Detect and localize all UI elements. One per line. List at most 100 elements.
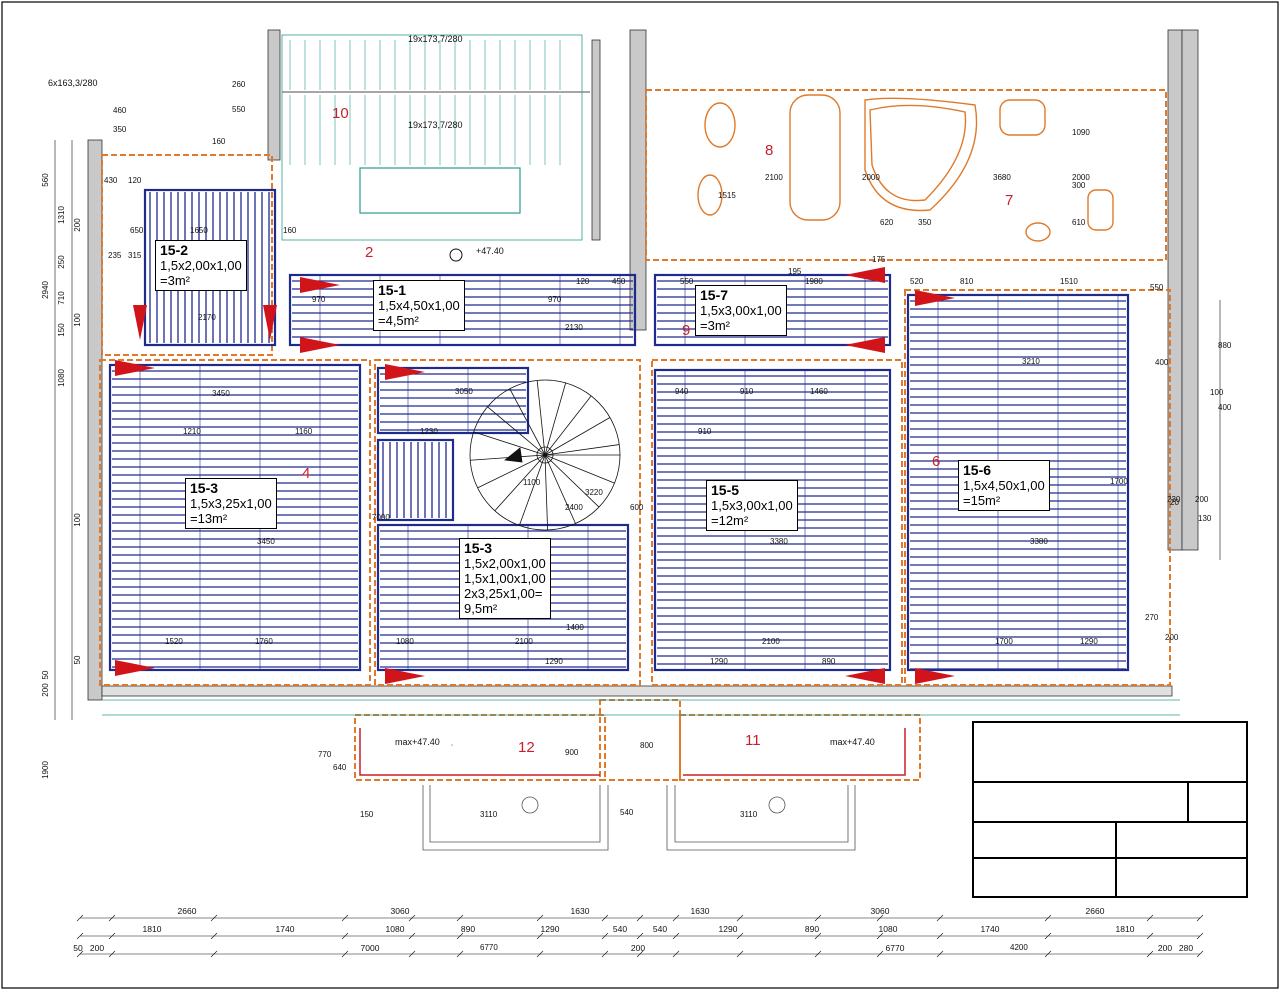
dim-label: 150 [57, 323, 66, 337]
heating-panel [653, 368, 892, 672]
dim-label: 1290 [541, 924, 560, 934]
dim-label: 520 [910, 277, 924, 286]
dim-tick [672, 914, 680, 922]
circuit-spec: =3m² [700, 318, 730, 333]
dim-label: 1310 [57, 206, 66, 224]
dim-label: 1160 [295, 427, 313, 436]
dim-label: 540 [613, 924, 627, 934]
dim-tick [736, 950, 744, 958]
dim-tick [210, 914, 218, 922]
dim-label: 200 [1158, 943, 1172, 953]
room-number: 4 [302, 465, 310, 482]
plan-note: 19x173,7/280 [408, 120, 463, 130]
circuit-code: 15-3 [190, 480, 219, 496]
balconies [102, 699, 1180, 851]
dim-label: 315 [128, 251, 142, 260]
feed-arrow [300, 277, 340, 293]
dim-label: 810 [960, 277, 974, 286]
dim-label: 1700 [995, 637, 1013, 646]
dim-label: 3450 [212, 389, 230, 398]
dim-label: 175 [872, 255, 886, 264]
dim-label: 3060 [391, 906, 410, 916]
dim-label: 970 [312, 295, 326, 304]
dim-label: 1650 [190, 226, 208, 235]
dim-tick [341, 914, 349, 922]
dim-label: 2100 [515, 637, 533, 646]
dim-label: 1290 [1080, 637, 1098, 646]
dim-label: 3110 [740, 810, 758, 819]
dim-label: 3060 [871, 906, 890, 916]
dim-label: 1080 [879, 924, 898, 934]
dim-label: 1290 [719, 924, 738, 934]
dim-tick [601, 932, 609, 940]
heating-panel [906, 293, 1130, 672]
heating-panel [653, 273, 892, 347]
plan-note: max+47.40 [830, 737, 875, 747]
dim-tick [1146, 914, 1154, 922]
dim-label: 235 [108, 251, 122, 260]
bath-fixtures [697, 94, 1114, 242]
dim-label: 3210 [1022, 357, 1040, 366]
spiral-step [544, 454, 600, 508]
dim-tick [636, 932, 644, 940]
spiral-step [518, 454, 546, 526]
dim-label: 350 [918, 218, 932, 227]
circuit-spec: 1,5x1,00x1,00 [464, 571, 546, 586]
dim-label: 1210 [183, 427, 201, 436]
dim-label: 1080 [57, 369, 66, 387]
circuit-spec: =13m² [190, 511, 228, 526]
spiral-step [473, 431, 546, 456]
dim-label: 7000 [372, 513, 390, 522]
dim-tick [1146, 932, 1154, 940]
dim-tick [876, 914, 884, 922]
feed-arrow [385, 668, 425, 684]
circuit-spec: =4,5m² [378, 313, 419, 328]
spiral-step [487, 406, 546, 456]
circuit-spec: 1,5x3,00x1,00 [711, 498, 793, 513]
dim-label: 3050 [455, 387, 473, 396]
dim-label: 550 [232, 105, 246, 114]
dim-tick [1146, 950, 1154, 958]
dim-label: 50 [73, 655, 82, 664]
plan-note: max+47.40 [395, 737, 440, 747]
feed-arrow [845, 337, 885, 353]
circuit-spec: 9,5m² [464, 601, 498, 616]
dim-label: 1700 [1110, 477, 1128, 486]
dim-label: 2400 [565, 503, 583, 512]
dim-label: 560 [41, 173, 50, 187]
circuit-spec: 2x3,25x1,00= [464, 586, 543, 601]
dim-label: 640 [333, 763, 347, 772]
dim-tick [672, 932, 680, 940]
dim-label: 280 [1179, 943, 1193, 953]
circuit-code: 15-1 [378, 282, 407, 298]
plan-note: 6x163,3/280 [48, 78, 98, 88]
dim-label: 1760 [255, 637, 273, 646]
dim-label: 1100 [523, 478, 541, 487]
dim-label: 890 [461, 924, 475, 934]
dim-tick [736, 914, 744, 922]
dim-label: 6770 [480, 943, 498, 952]
dim-tick [876, 950, 884, 958]
spiral-step [544, 454, 576, 524]
dim-tick [876, 932, 884, 940]
dim-label: 3380 [770, 537, 788, 546]
room-number: 10 [332, 105, 349, 122]
dim-tick [814, 914, 822, 922]
dim-label: 230 [1167, 495, 1181, 504]
circuit-spec: 1,5x4,50x1,00 [378, 298, 460, 313]
feed-arrow [300, 337, 340, 353]
dim-label: 270 [1145, 613, 1159, 622]
dim-tick [1196, 950, 1204, 958]
dim-label: 150 [360, 810, 374, 819]
room-number: 9 [682, 322, 690, 339]
dim-tick [408, 914, 416, 922]
circuit-code: 15-3 [464, 540, 493, 556]
dim-tick [1044, 950, 1052, 958]
dim-tick [456, 950, 464, 958]
dim-tick [536, 950, 544, 958]
dim-label: 770 [318, 750, 332, 759]
